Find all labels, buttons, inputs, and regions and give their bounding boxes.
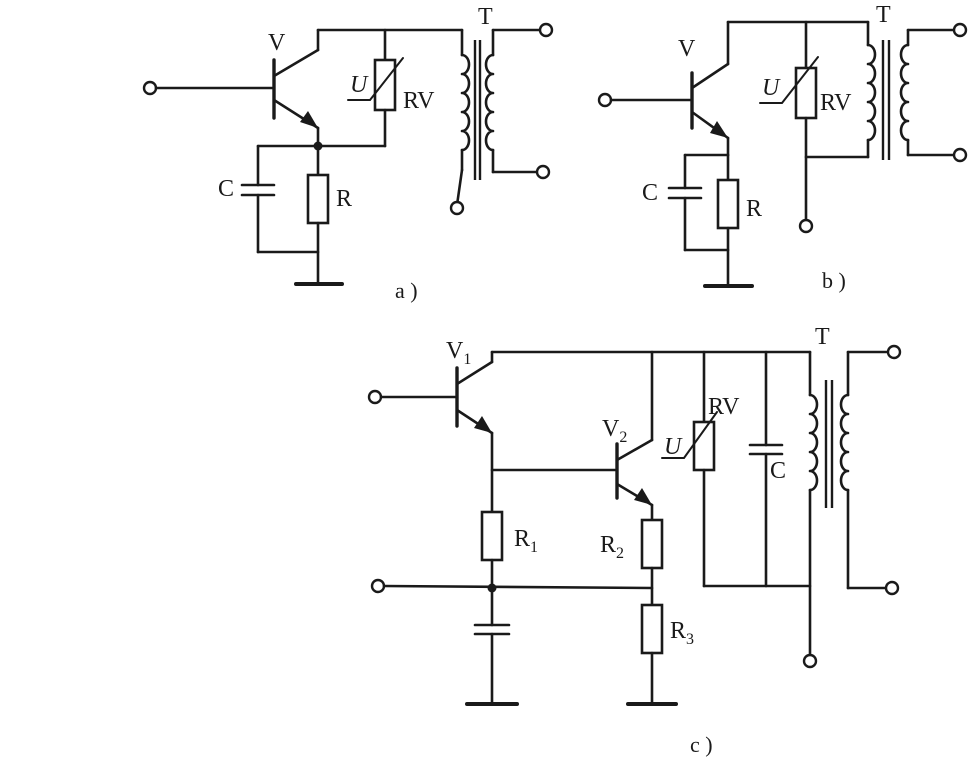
- output-terminal-c-right: [884, 580, 900, 596]
- resistor-r2-c: [640, 518, 664, 607]
- label-r-a: R: [336, 186, 352, 212]
- output-terminal-a-bottom: [449, 200, 465, 216]
- label-r2-c: R2: [600, 532, 624, 562]
- varistor-rv-a: [347, 28, 404, 148]
- output-terminal-c-top: [886, 344, 902, 360]
- label-u-a: U: [350, 72, 369, 98]
- label-u-c: U: [664, 434, 683, 460]
- label-c-a: C: [218, 176, 234, 202]
- varistor-rv-c: [661, 350, 718, 588]
- transistor-v1-c: [455, 350, 494, 435]
- label-c-c: C: [770, 458, 786, 484]
- input-terminal-b: [597, 92, 692, 108]
- label-v2-c: V2: [602, 416, 627, 446]
- transformer-t-b: [866, 28, 956, 160]
- label-rv-c: RV: [708, 394, 740, 420]
- caption-b: b ): [822, 268, 846, 293]
- output-terminal-b-top: [952, 22, 968, 38]
- transistor-v-a: [272, 28, 320, 130]
- label-c-b: C: [642, 180, 658, 206]
- input-terminal-c-bottom: [370, 578, 654, 594]
- label-r3-c: R3: [670, 618, 694, 648]
- output-terminal-a-right: [535, 164, 551, 180]
- input-terminal-a: [142, 80, 274, 96]
- label-v1-c: V1: [446, 338, 471, 368]
- resistor-r-a: [306, 144, 330, 286]
- output-terminal-b-right: [952, 147, 968, 163]
- output-terminal-b-bottom: [798, 218, 814, 234]
- resistor-r-b: [716, 153, 740, 288]
- label-r-b: R: [746, 196, 762, 222]
- label-v-a: V: [268, 30, 286, 56]
- transistor-v-b: [690, 20, 730, 140]
- transformer-t-a: [455, 28, 542, 207]
- label-rv-a: RV: [403, 88, 435, 114]
- capacitor-c-b: [667, 186, 703, 200]
- label-rv-b: RV: [820, 90, 852, 116]
- circuit-a: V T U RV C R a ): [142, 4, 554, 303]
- output-terminal-a-top: [538, 22, 554, 38]
- resistor-r1-c: [480, 510, 504, 590]
- label-u-b: U: [762, 75, 781, 101]
- label-t-b: T: [876, 2, 891, 28]
- caption-c: c ): [690, 732, 713, 757]
- label-v-b: V: [678, 36, 696, 62]
- transformer-t-c: [808, 350, 890, 657]
- output-terminal-c-bottom: [802, 653, 818, 669]
- input-terminal-c-top: [367, 389, 457, 405]
- resistor-r3-c: [640, 603, 664, 706]
- capacitor-bottom-c: [473, 623, 511, 636]
- label-r1-c: R1: [514, 526, 538, 556]
- transistor-v2-c: [615, 350, 654, 507]
- circuit-b: V T U RV C R b ): [597, 2, 968, 293]
- capacitor-c-c: [748, 350, 784, 588]
- label-t-c: T: [815, 324, 830, 350]
- circuit-c: V1 V2 R1 R2 R3 U RV C T c ): [367, 324, 902, 757]
- label-t-a: T: [478, 4, 493, 30]
- caption-a: a ): [395, 278, 418, 303]
- capacitor-c-a: [240, 183, 276, 197]
